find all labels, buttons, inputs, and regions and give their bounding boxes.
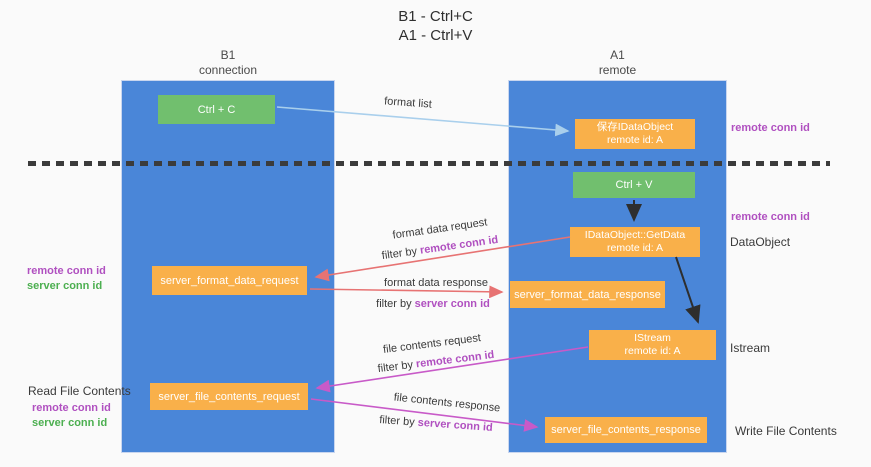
istream-line1: IStream (634, 332, 671, 344)
server-file-contents-request-label: server_file_contents_request (158, 390, 300, 403)
istream-line2: remote id: A (624, 345, 681, 357)
idataobject-getdata-box: IDataObject::GetData remote id: A (570, 227, 700, 257)
format-list-label: format list (383, 95, 433, 111)
right-column-role: remote (598, 63, 637, 77)
save-idataobject-line2: remote id: A (606, 134, 664, 146)
filter-id-text-1: remote conn id (419, 233, 499, 257)
format-data-response-arrow (309, 285, 504, 299)
filter-by-text-1: filter by (381, 244, 421, 263)
left-column-name: B1 (220, 48, 236, 62)
ctrl-v-box: Ctrl + V (573, 172, 695, 198)
remote-conn-id-label-top: remote conn id (731, 122, 810, 134)
server-format-data-request-label: server_format_data_request (160, 274, 299, 287)
istream-side-label: Istream (730, 341, 771, 355)
getdata-line2: remote id: A (606, 242, 664, 254)
ctrl-c-box: Ctrl + C (158, 95, 275, 124)
server-format-data-response-box: server_format_data_response (510, 281, 665, 308)
phase-separator-dashed-line (28, 161, 830, 166)
filter-by-text-4: filter by (378, 414, 419, 429)
save-idataobject-box: 保存IDataObject remote id: A (575, 119, 695, 149)
server-file-contents-request-box: server_file_contents_request (150, 383, 308, 410)
ctrl-v-label: Ctrl + V (615, 179, 653, 191)
right-column-header: A1 remote (508, 48, 727, 78)
page-title: B1 - Ctrl+C A1 - Ctrl+V (0, 7, 871, 45)
ctrl-c-label: Ctrl + C (197, 103, 236, 116)
left-remote-conn-id-2: remote conn id (32, 402, 111, 414)
right-column-name: A1 (610, 48, 625, 62)
save-idataobject-line1: 保存IDataObject (596, 121, 674, 133)
filter-id-text-2: server conn id (414, 298, 490, 310)
filter-by-text-3: filter by (377, 358, 417, 376)
left-conn-ids-note-1: remote conn id server conn id (27, 264, 106, 294)
remote-conn-id-label-mid: remote conn id (731, 211, 810, 223)
getdata-line1: IDataObject::GetData (584, 229, 686, 241)
server-file-contents-response-box: server_file_contents_response (545, 417, 707, 443)
title-line-2: A1 - Ctrl+V (398, 27, 473, 44)
left-conn-ids-note-2: remote conn id server conn id (32, 401, 111, 431)
file-contents-response-label: file contents response (393, 391, 501, 415)
filter-by-server-conn-id-label-2: filter by server conn id (379, 414, 493, 434)
format-data-response-label: format data response (384, 277, 488, 289)
filter-id-text-3: remote conn id (415, 348, 495, 371)
write-file-contents-label: Write File Contents (735, 424, 837, 438)
left-server-conn-id-2: server conn id (32, 417, 108, 429)
filter-by-text-2: filter by (376, 298, 415, 310)
left-column-role: connection (198, 63, 258, 77)
left-column-header: B1 connection (121, 48, 335, 78)
filter-id-text-4: server conn id (417, 416, 494, 434)
server-file-contents-response-label: server_file_contents_response (551, 424, 701, 436)
read-file-contents-label: Read File Contents (28, 384, 131, 398)
server-format-data-response-label: server_format_data_response (514, 288, 661, 301)
filter-by-server-conn-id-label-1: filter by server conn id (376, 298, 490, 310)
title-line-1: B1 - Ctrl+C (398, 8, 473, 25)
istream-box: IStream remote id: A (589, 330, 716, 360)
dataobject-label: DataObject (730, 235, 791, 249)
server-format-data-request-box: server_format_data_request (152, 266, 307, 295)
left-server-conn-id-1: server conn id (27, 280, 103, 292)
left-remote-conn-id-1: remote conn id (27, 265, 106, 277)
